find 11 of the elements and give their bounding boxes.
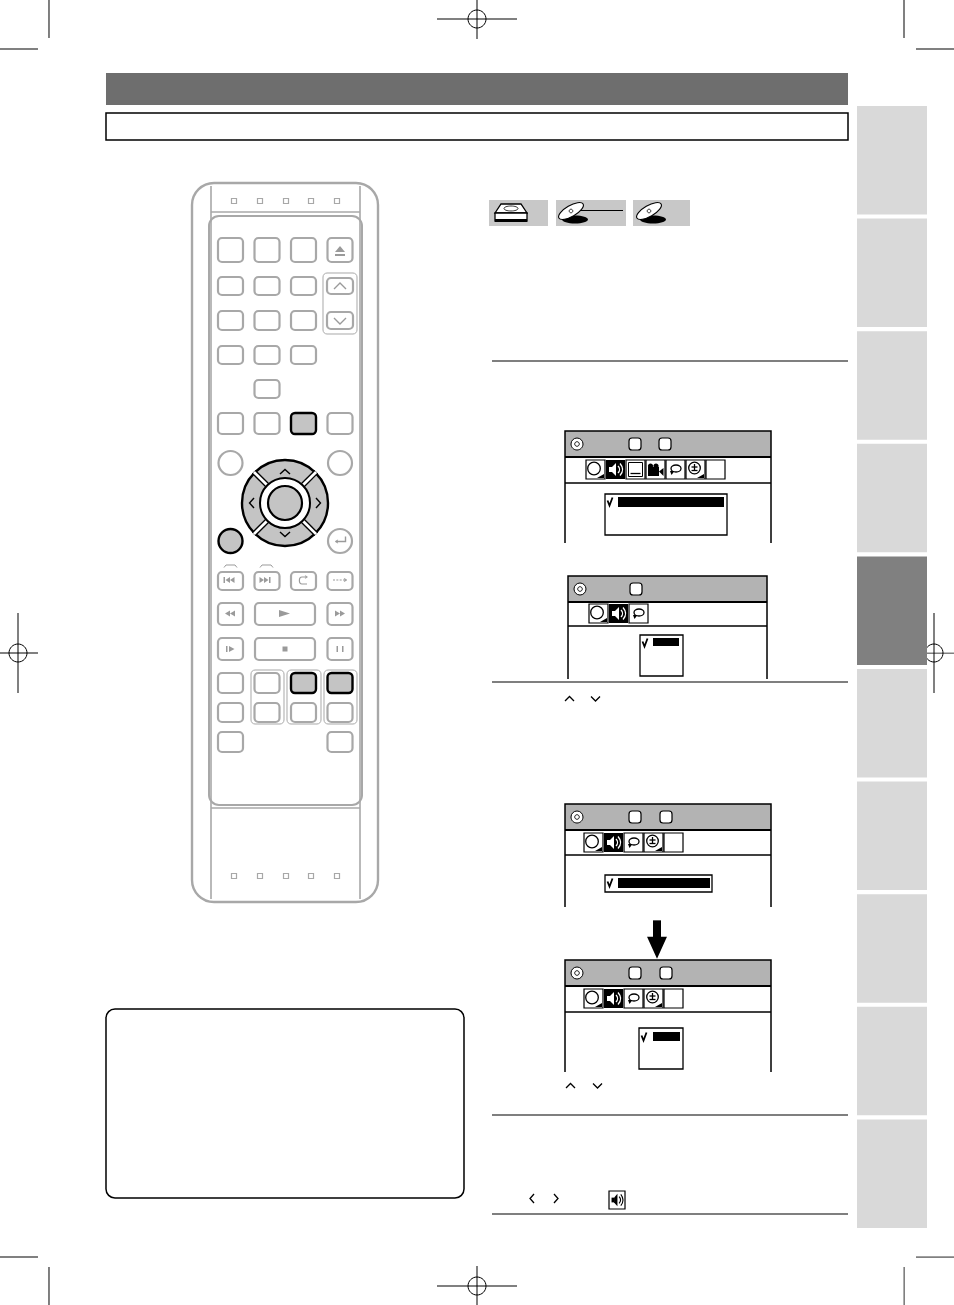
side-tab	[857, 781, 927, 891]
side-tab	[857, 331, 927, 440]
active-side-tab	[857, 556, 927, 665]
side-tab	[857, 1119, 927, 1228]
side-tab	[857, 443, 927, 553]
side-tab	[857, 894, 927, 1003]
note-box	[105, 1008, 465, 1199]
side-tab	[857, 669, 927, 778]
side-tab	[857, 218, 927, 328]
side-tab	[857, 106, 927, 215]
side-tab	[857, 1006, 927, 1116]
